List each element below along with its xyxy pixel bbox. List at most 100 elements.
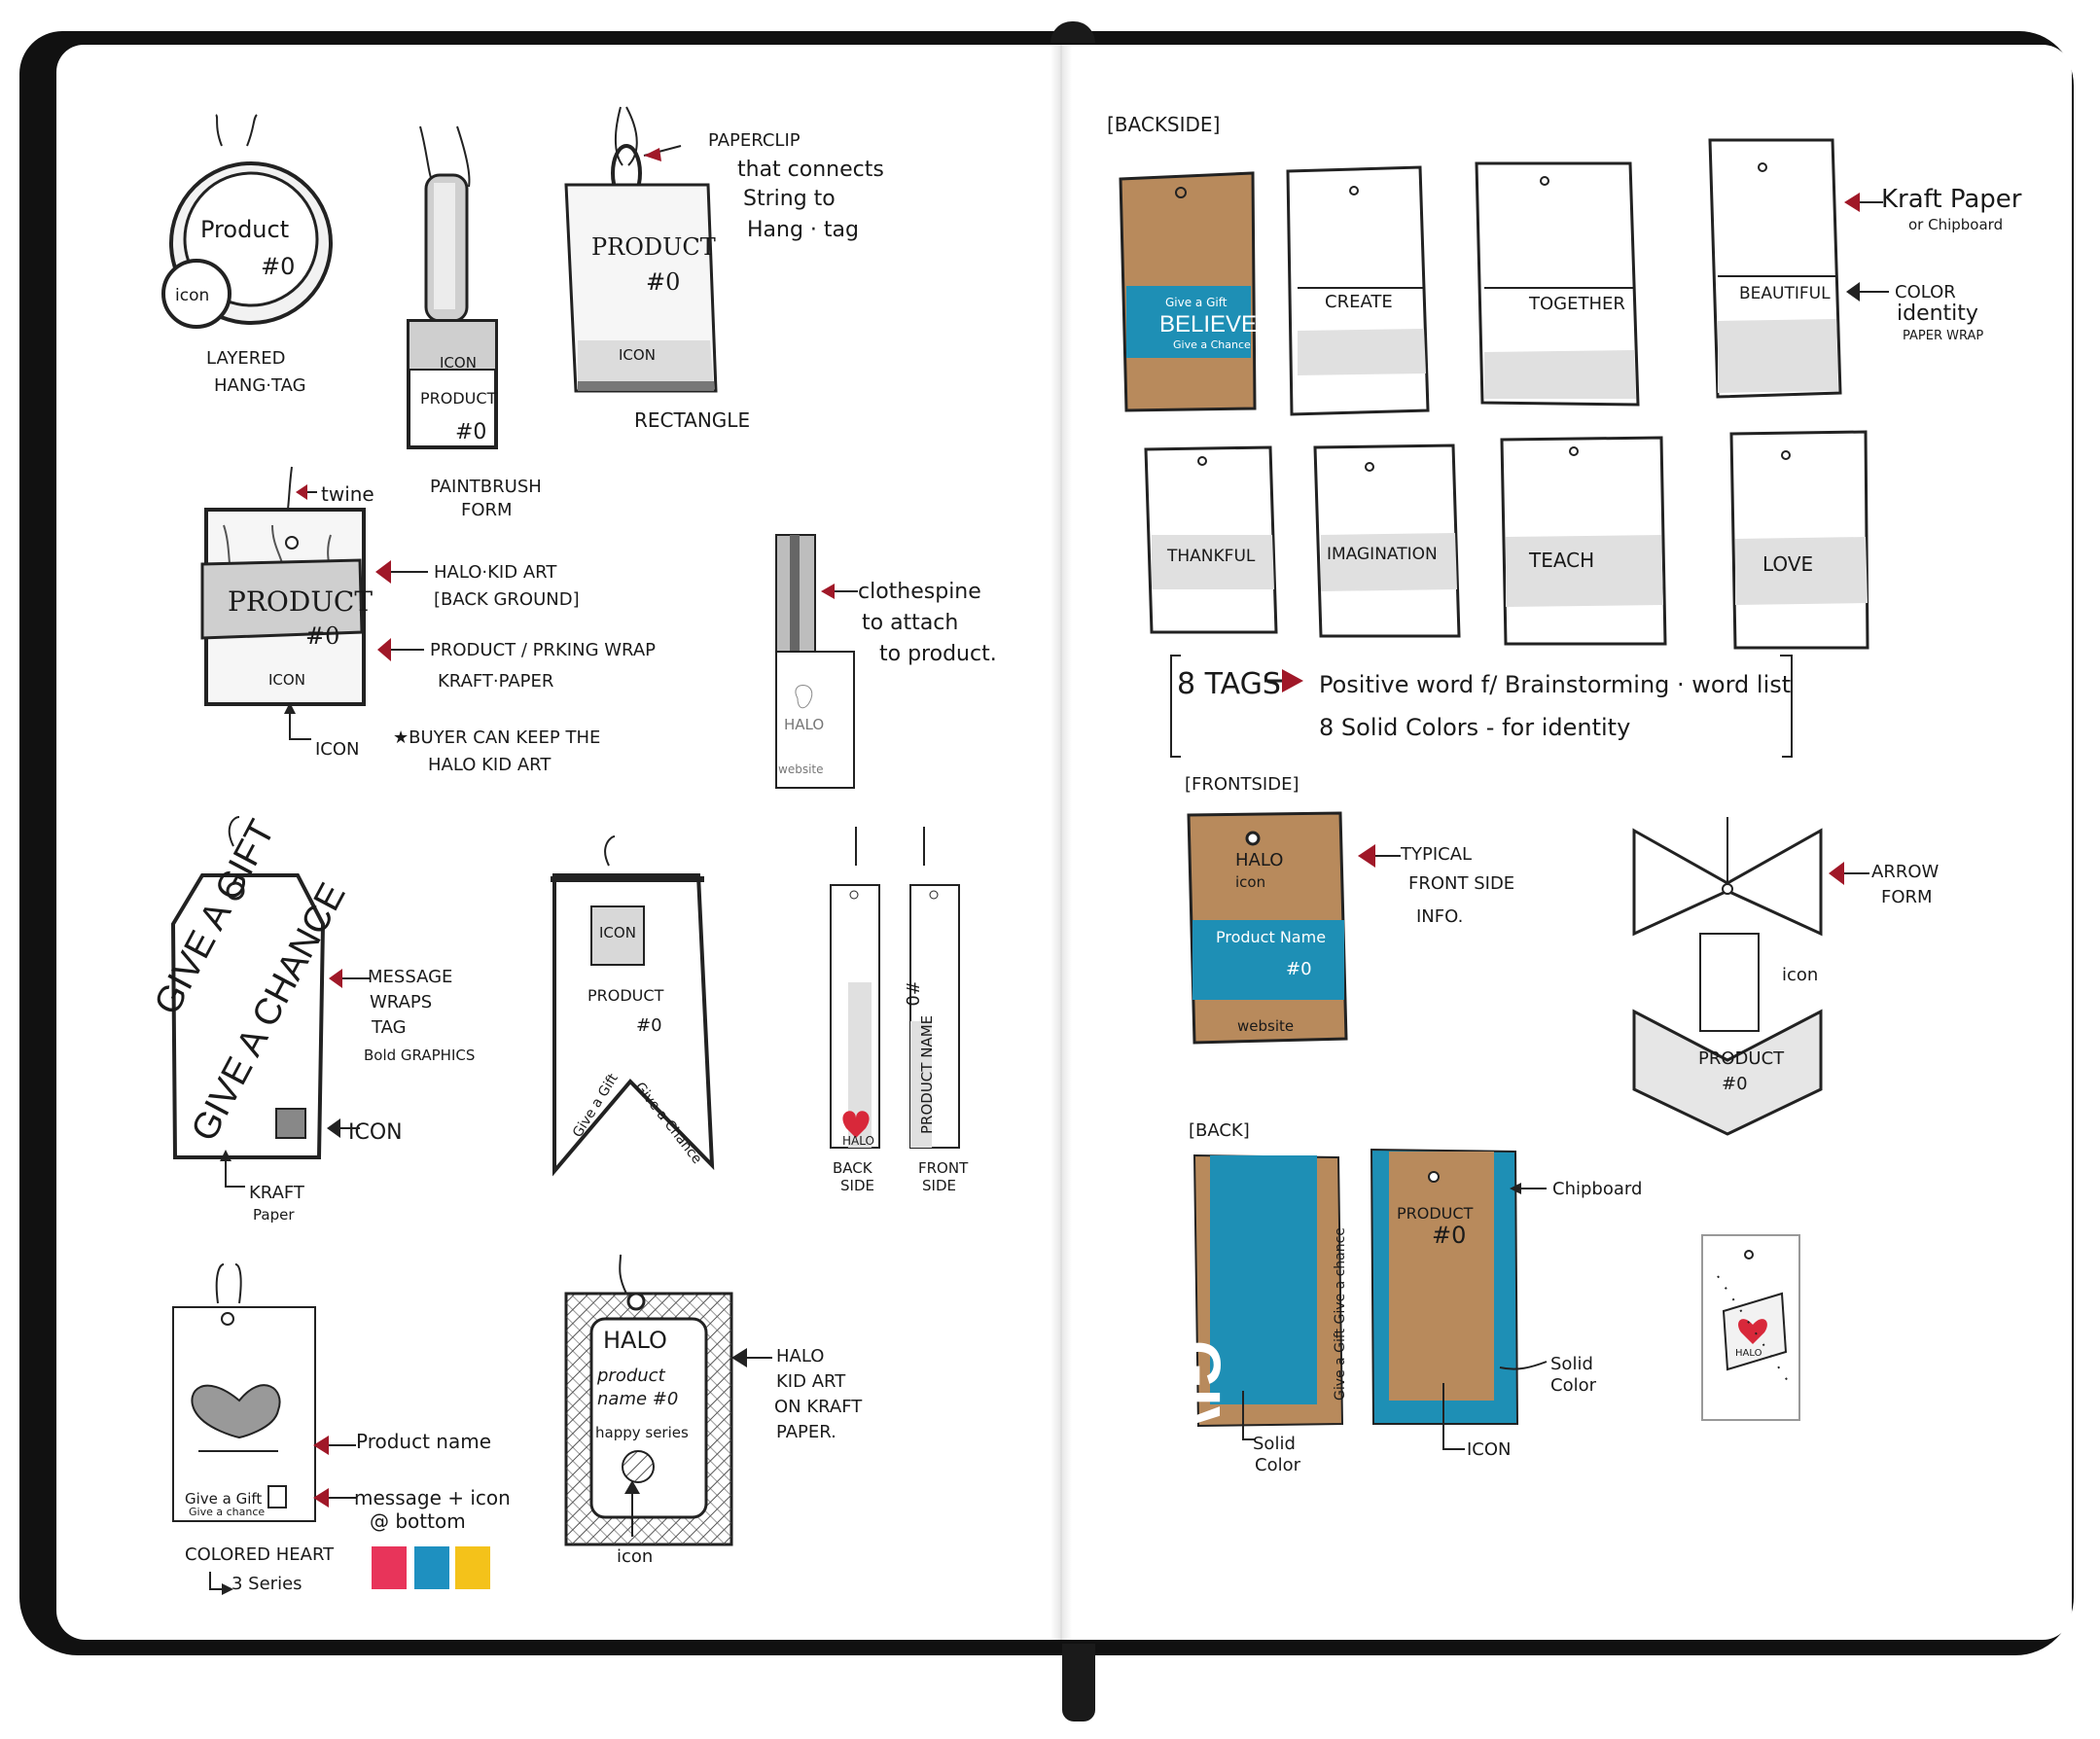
- chip-number-label: #0: [1432, 1222, 1467, 1249]
- paperclip-note-2: that connects: [737, 158, 884, 182]
- front-tag-halo: HALO: [1235, 850, 1284, 870]
- paintbrush-tag-sketch: [407, 125, 498, 449]
- heart-name-note: Product name: [356, 1430, 492, 1453]
- strip-front-1: FRONT: [918, 1159, 969, 1177]
- strip-number: #0: [902, 980, 922, 1007]
- arrow-form-sketch: [1632, 817, 1823, 1136]
- heart-caption-1: COLORED HEART: [185, 1544, 335, 1565]
- typical-note-1: TYPICAL: [1401, 844, 1473, 865]
- back-tags-sketch: [1192, 1148, 1519, 1428]
- color-note-1: COLOR: [1895, 282, 1956, 302]
- arrow-note-2: FORM: [1881, 887, 1933, 907]
- strip-back-2: SIDE: [840, 1177, 874, 1194]
- halo-kraft-note-3: ON KRAFT: [774, 1397, 863, 1417]
- banner-product-label: PRODUCT: [587, 986, 664, 1005]
- halo-kraft-series: happy series: [595, 1424, 689, 1441]
- paperclip-note-4: Hang · tag: [747, 218, 859, 242]
- paintbrush-product-label: PRODUCT: [420, 389, 497, 408]
- layered-icon-label: icon: [175, 286, 210, 305]
- paintbrush-caption-2: FORM: [461, 500, 513, 520]
- arrow-icon-label: icon: [1782, 965, 1819, 985]
- halo-art-note-2: [BACK GROUND]: [434, 589, 580, 610]
- chip-product-label: PRODUCT: [1397, 1204, 1474, 1223]
- message-icon-note: ICON: [348, 1120, 403, 1145]
- typical-note-2: FRONT SIDE: [1408, 873, 1515, 894]
- front-tag-name: Product Name: [1216, 928, 1327, 946]
- wrap-note-1: PRODUCT / PRKING WRAP: [430, 640, 656, 660]
- swatch-blue: [414, 1546, 449, 1589]
- buyer-note-1: ★BUYER CAN KEEP THE: [393, 728, 601, 748]
- eight-tags-line-1: Positive word f/ Brainstorming · word li…: [1319, 671, 1792, 698]
- message-wrap-tag-sketch: [170, 816, 326, 1159]
- clothespin-note-2: to attach: [862, 611, 959, 635]
- message-note-2: WRAPS: [370, 992, 433, 1012]
- tag-word-imagination: IMAGINATION: [1327, 545, 1438, 564]
- tag-word-teach: TEACH: [1529, 549, 1595, 572]
- arrow-note-arrow: [1829, 862, 1869, 885]
- message-note-1: MESSAGE: [368, 967, 453, 987]
- message-note-3: TAG: [372, 1017, 407, 1038]
- front-tag-number: #0: [1286, 959, 1312, 979]
- tag-word-believe: BELIEVE: [1159, 311, 1258, 337]
- arrow-number-label: #0: [1722, 1074, 1748, 1094]
- eight-tags-line-2: 8 Solid Colors - for identity: [1319, 714, 1631, 741]
- swatch-yellow: [455, 1546, 490, 1589]
- paperclip-note-3: String to: [743, 187, 836, 211]
- halo-wrap-icon-label: ICON: [268, 671, 305, 689]
- paintbrush-number-label: #0: [455, 420, 487, 444]
- front-tag-icon: icon: [1235, 873, 1266, 891]
- eight-tags-bracket: [1170, 655, 1793, 758]
- clothespin-website-label: website: [778, 763, 824, 776]
- tag-word-thankful: THANKFUL: [1167, 547, 1256, 566]
- tag-word-love: LOVE: [1762, 552, 1814, 576]
- frontside-label: [FRONTSIDE]: [1185, 774, 1299, 795]
- arrow-note-1: ARROW: [1871, 862, 1940, 882]
- kraft-note-1: Kraft Paper: [1881, 185, 2022, 214]
- front-tag-sketch: [1187, 811, 1348, 1045]
- swatch-pink: [372, 1546, 407, 1589]
- rectangle-caption: RECTANGLE: [634, 408, 751, 432]
- paintbrush-icon-label: ICON: [440, 354, 477, 372]
- color-note-2: identity: [1897, 302, 1978, 326]
- clothespin-note-3: to product.: [879, 642, 997, 666]
- tag-row-2: [1144, 430, 1869, 650]
- strip-halo-label: HALO: [842, 1134, 874, 1148]
- note-solid-b2: Color: [1255, 1455, 1300, 1475]
- rectangle-number-label: #0: [646, 268, 681, 296]
- clothespin-note-1: clothespine: [858, 580, 981, 604]
- halo-kraft-note-2: KID ART: [776, 1371, 846, 1392]
- halo-kraft-arrows: [624, 1348, 772, 1537]
- message-arrows: [220, 969, 370, 1188]
- note-chipboard: Chipboard: [1552, 1179, 1643, 1199]
- strip-back-1: BACK: [833, 1159, 872, 1177]
- back-label: [BACK]: [1189, 1120, 1250, 1141]
- eight-tags-label: 8 TAGS: [1177, 667, 1281, 701]
- clothespin-tag-sketch: [775, 534, 855, 789]
- heart-msg-2: Give a chance: [189, 1506, 266, 1518]
- halo-kraft-tag-sketch: [564, 1254, 733, 1546]
- wrap-note-2: KRAFT·PAPER: [438, 671, 554, 692]
- small-heart-tag-sketch: [1701, 1234, 1800, 1421]
- note-solid-1: Solid: [1550, 1354, 1593, 1374]
- halo-kraft-icon-note: icon: [617, 1546, 654, 1567]
- bookmark-top: [1050, 21, 1095, 43]
- front-tag-website: website: [1237, 1017, 1295, 1035]
- halo-wrap-product-label: PRODUCT: [228, 586, 374, 618]
- tag-word-together: TOGETHER: [1529, 294, 1625, 314]
- halo-wrap-number-label: #0: [305, 622, 340, 650]
- arrow-product-label: PRODUCT: [1698, 1048, 1785, 1069]
- page-gutter: [1050, 45, 1072, 1640]
- halo-kraft-halo-label: HALO: [603, 1327, 667, 1354]
- layered-product-label: Product: [200, 216, 290, 243]
- give-vertical: GIVE: [1163, 1340, 1233, 1489]
- halo-wrap-tag-sketch: [200, 466, 366, 706]
- rectangle-tag-sketch: [564, 106, 718, 393]
- rectangle-product-label: PRODUCT: [591, 233, 716, 261]
- row-1-arrows: [1844, 193, 1889, 302]
- message-kraft-note-2: Paper: [253, 1206, 295, 1224]
- note-icon: ICON: [1467, 1439, 1512, 1460]
- paintbrush-caption-1: PAINTBRUSH: [430, 477, 542, 497]
- heart-arrows: [209, 1436, 356, 1595]
- believe-small-1: Give a Gift: [1165, 296, 1228, 309]
- layered-hang-tag-sketch: [161, 114, 333, 329]
